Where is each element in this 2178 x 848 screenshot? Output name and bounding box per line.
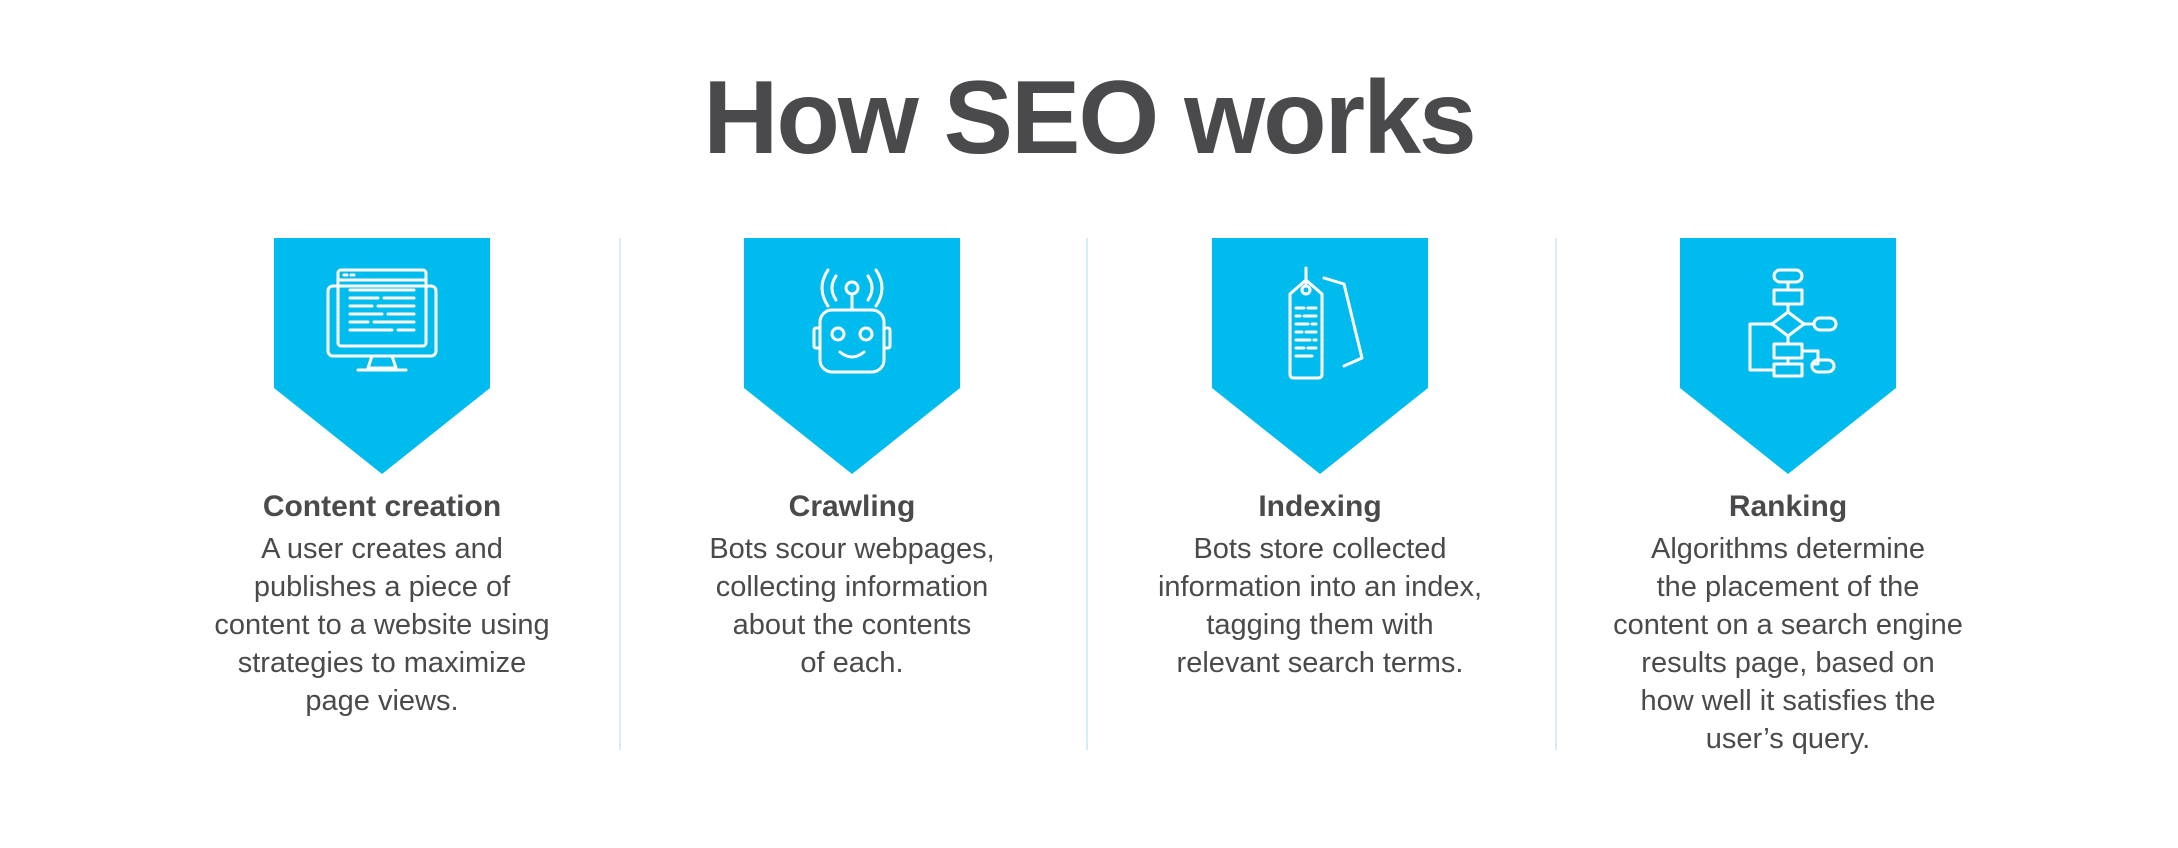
description-line: A user creates and bbox=[261, 533, 503, 565]
description-line: Bots store collected bbox=[1193, 533, 1447, 565]
description-line: content to a website using bbox=[214, 609, 550, 641]
step-description: Bots scour webpages, collecting informat… bbox=[642, 530, 1062, 682]
divider bbox=[1555, 238, 1557, 750]
description-line: strategies to maximize bbox=[237, 647, 527, 679]
page-title: How SEO works bbox=[703, 60, 1477, 176]
flowchart-icon bbox=[1748, 268, 1838, 378]
step-title: Crawling bbox=[788, 490, 916, 523]
description-line: user’s query. bbox=[1705, 723, 1871, 755]
step-description: Algorithms determine the placement of th… bbox=[1578, 530, 1998, 758]
description-line: the placement of the bbox=[1656, 571, 1920, 603]
description-line: content on a search engine bbox=[1613, 609, 1963, 641]
robot-icon bbox=[812, 268, 892, 374]
divider bbox=[1086, 238, 1088, 750]
step-title: Indexing bbox=[1258, 490, 1382, 523]
description-line: Bots scour webpages, bbox=[709, 533, 995, 565]
description-line: Algorithms determine bbox=[1651, 533, 1925, 565]
step-badge bbox=[1680, 238, 1896, 474]
divider bbox=[619, 238, 621, 750]
description-line: collecting information bbox=[715, 571, 989, 603]
description-line: of each. bbox=[800, 647, 904, 679]
description-line: results page, based on bbox=[1641, 647, 1935, 679]
description-line: how well it satisfies the bbox=[1640, 685, 1936, 717]
description-line: tagging them with bbox=[1206, 609, 1434, 641]
step-badge bbox=[1212, 238, 1428, 474]
step-badge bbox=[744, 238, 960, 474]
description-line: relevant search terms. bbox=[1176, 647, 1464, 679]
step-description: A user creates and publishes a piece of … bbox=[172, 530, 592, 720]
monitor-icon bbox=[326, 268, 438, 372]
step-title: Ranking bbox=[1728, 490, 1848, 523]
step-description: Bots store collected information into an… bbox=[1110, 530, 1530, 682]
step-title: Content creation bbox=[262, 490, 502, 523]
description-line: information into an index, bbox=[1157, 571, 1483, 603]
pentagon-badge-shape bbox=[1680, 238, 1896, 474]
pentagon-badge-shape bbox=[1212, 238, 1428, 474]
tag-icon bbox=[1288, 266, 1364, 380]
description-line: publishes a piece of bbox=[253, 571, 511, 603]
step-badge bbox=[274, 238, 490, 474]
description-line: about the contents bbox=[732, 609, 972, 641]
description-line: page views. bbox=[305, 685, 459, 717]
